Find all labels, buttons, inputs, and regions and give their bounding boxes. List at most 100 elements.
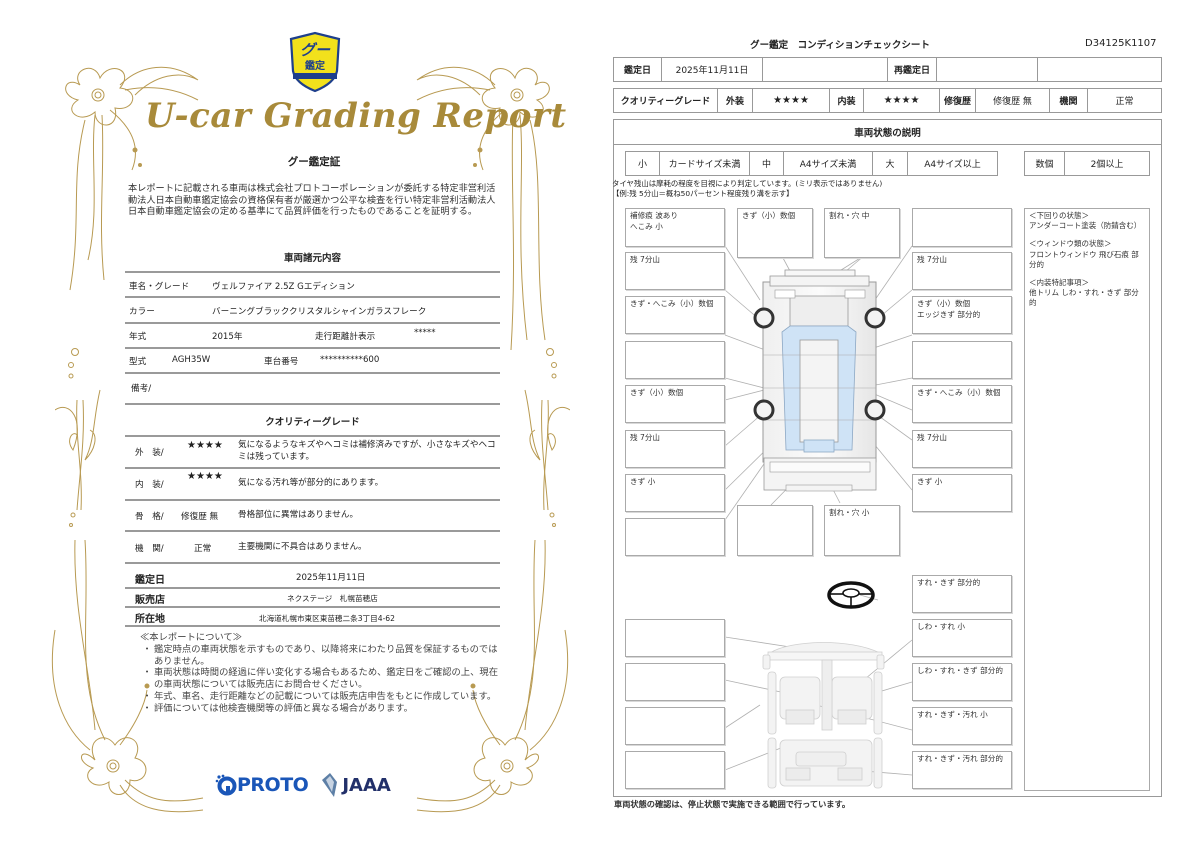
note-item: ・鑑定時点の車両状態を示すものであり、以降将来にわたり品質を保証するものではあり… (142, 643, 498, 667)
interior-grade: ★★★★ (864, 89, 940, 112)
callout-left-door-trim (625, 707, 725, 745)
callout-right-rear-door-upper (912, 341, 1012, 379)
callout-front-bumper: 割れ・穴 中 (824, 208, 900, 258)
model-value: AGH35W (172, 355, 211, 365)
size-medium-desc: A4サイズ未満 (784, 152, 873, 175)
appraisal-date-label: 鑑定日 (135, 575, 165, 586)
callout-hood: きず（小）数個 (737, 208, 813, 258)
divider (125, 296, 500, 298)
condition-check-sheet: グー鑑定 コンディションチェックシート D34125K1107 鑑定日 2025… (600, 0, 1200, 848)
count-legend: 数個 2個以上 (1024, 151, 1150, 176)
quality-grade-label: クオリティーグレード (614, 89, 718, 112)
note-item: ・年式、車名、走行距離などの記載については販売店申告をもとに作成しています。 (142, 690, 497, 702)
frame-description: 骨格部位に異常はありません。 (238, 510, 359, 520)
car-name-value: ヴェルファイア 2.5Z Gエディション (212, 282, 355, 292)
engine-description: 主要機関に不具合はありません。 (238, 542, 367, 552)
proto-logo: PROTO (215, 774, 309, 796)
callout-right-front-tire: 残 7分山 (912, 252, 1012, 290)
appraisal-date-value: 2025年11月11日 (296, 573, 366, 583)
car-name-label: 車名・グレード (129, 282, 190, 292)
proto-mark-icon (215, 774, 237, 796)
callout-left-rear-door: きず（小）数個 (625, 385, 725, 423)
exterior-grade: ★★★★ (753, 89, 830, 112)
divider (125, 606, 500, 608)
ornament-bottom-right-icon (415, 530, 585, 820)
callout-left-rear-bottom (625, 518, 725, 556)
year-value: 2015年 (212, 332, 243, 342)
count-desc: 2個以上 (1090, 160, 1124, 170)
callout-left-rear-quarter: きず 小 (625, 474, 725, 512)
callout-left-front-door: きず・へこみ（小）数個 (625, 296, 725, 334)
svg-text:グー: グー (300, 41, 331, 59)
callout-left-front-seat (625, 663, 725, 701)
vehicle-diagram (724, 245, 913, 789)
engine-value: 正常 (1115, 97, 1134, 107)
note-item: ・車両状態は時間の経過に伴い変化する場合もあるため、鑑定日をご確認の上、現在の車… (142, 667, 498, 691)
callout-right-front-door: きず（小）数個 エッジきず 部分的 (912, 296, 1012, 334)
notes-heading: ≪本レポートについて≫ (140, 632, 242, 643)
date-row: 鑑定日 2025年11月11日 再鑑定日 (613, 57, 1162, 82)
odometer-label: 走行距離計表示 (315, 332, 376, 342)
frame-grade: 修復歴 無 (181, 512, 219, 522)
callout-right-door-trim: しわ・すれ・きず 部分的 (912, 663, 1012, 701)
divider (125, 322, 500, 324)
ornament-left-sprig-icon (55, 340, 105, 530)
jaaa-logo: JAAA (320, 772, 391, 798)
goo-appraisal-badge-icon: グー 鑑定 (287, 31, 343, 93)
size-medium-key: 中 (750, 152, 784, 175)
ornament-top-right-icon (415, 40, 580, 360)
appraisal-date-value: 2025年11月11日 (662, 58, 763, 81)
location-value: 北海道札幌市東区東苗穂二条3丁目4-62 (259, 614, 395, 623)
callout-left-front-top: 補修痕 波あり へこみ 小 (625, 208, 725, 247)
remark-heading: ＜ウィンドウ類の状態＞ (1029, 239, 1112, 249)
callout-right-rear-tire: 残 7分山 (912, 430, 1012, 468)
repair-history-value: 修復歴 無 (976, 89, 1050, 112)
quality-section-title: クオリティーグレード (265, 417, 360, 428)
size-large-desc: A4サイズ以上 (924, 160, 981, 170)
divider (125, 625, 500, 627)
remarks-label: 備考/ (131, 384, 152, 394)
quality-grade-row: クオリティーグレード 外装 ★★★★ 内装 ★★★★ 修復歴 修復歴 無 機関 … (613, 88, 1162, 113)
tire-note: タイヤ残山は摩耗の程度を目視により判定しています。(ミリ表示ではありません) 【… (612, 179, 883, 198)
blank-cell (763, 58, 888, 81)
model-label: 型式 (129, 357, 147, 367)
size-legend: 小 カードサイズ未満 中 A4サイズ未満 大 A4サイズ以上 (625, 151, 998, 176)
divider (125, 499, 500, 501)
divider (125, 467, 500, 469)
divider (125, 347, 500, 349)
size-large-key: 大 (873, 152, 908, 175)
certificate-intro-text: 本レポートに記載される車両は株式会社プロトコーポレーションが委託する特定非営利活… (128, 183, 496, 218)
steering-wheel-icon (827, 581, 875, 609)
callout-left-rear-tire: 残 7分山 (625, 430, 725, 468)
jaaa-mark-icon (322, 773, 338, 797)
engine-label: 機関 (1050, 89, 1088, 112)
callout-right-rear-door: きず・へこみ（小）数個 (912, 385, 1012, 423)
interior-label: 内装 (830, 89, 864, 112)
reappraisal-date-value (937, 58, 1038, 81)
callout-rear-seat: すれ・きず・汚れ 部分的 (912, 751, 1012, 789)
note-item: ・評価については他検査機関等の評価と異なる場合があります。 (142, 702, 413, 714)
color-label: カラー (129, 307, 155, 317)
callout-left-rear-seat (625, 751, 725, 789)
repair-history-label: 修復歴 (940, 89, 976, 112)
remark-heading: ＜内装特記事項＞ (1029, 278, 1089, 288)
report-notes: ≪本レポートについて≫ ・鑑定時点の車両状態を示すものであり、以降将来にわたり品… (140, 632, 500, 715)
divider (125, 587, 500, 589)
interior-view-icon (762, 642, 885, 789)
remark-heading: ＜下回りの状態＞ (1029, 211, 1089, 220)
sheet-title: グー鑑定 コンディションチェックシート (750, 40, 930, 51)
callout-dashboard (625, 619, 725, 657)
count-key: 数個 (1025, 152, 1065, 175)
exterior-label: 外 装/ (135, 448, 164, 458)
footer-logos: PROTO JAAA (215, 770, 391, 800)
dealer-label: 販売店 (135, 595, 165, 606)
interior-description: 気になる汚れ等が部分的にあります。 (238, 478, 384, 488)
odometer-value: ***** (414, 328, 436, 338)
exterior-description: 気になるようなキズやヘコミは補修済みですが、小さなキズやヘコミは残っています。 (238, 440, 496, 462)
ornament-bottom-left-icon (35, 530, 205, 820)
chassis-value: **********600 (320, 355, 380, 365)
callout-steering: すれ・きず 部分的 (912, 575, 1012, 613)
divider (125, 271, 500, 273)
divider (125, 530, 500, 532)
callout-right-front-top (912, 208, 1012, 247)
